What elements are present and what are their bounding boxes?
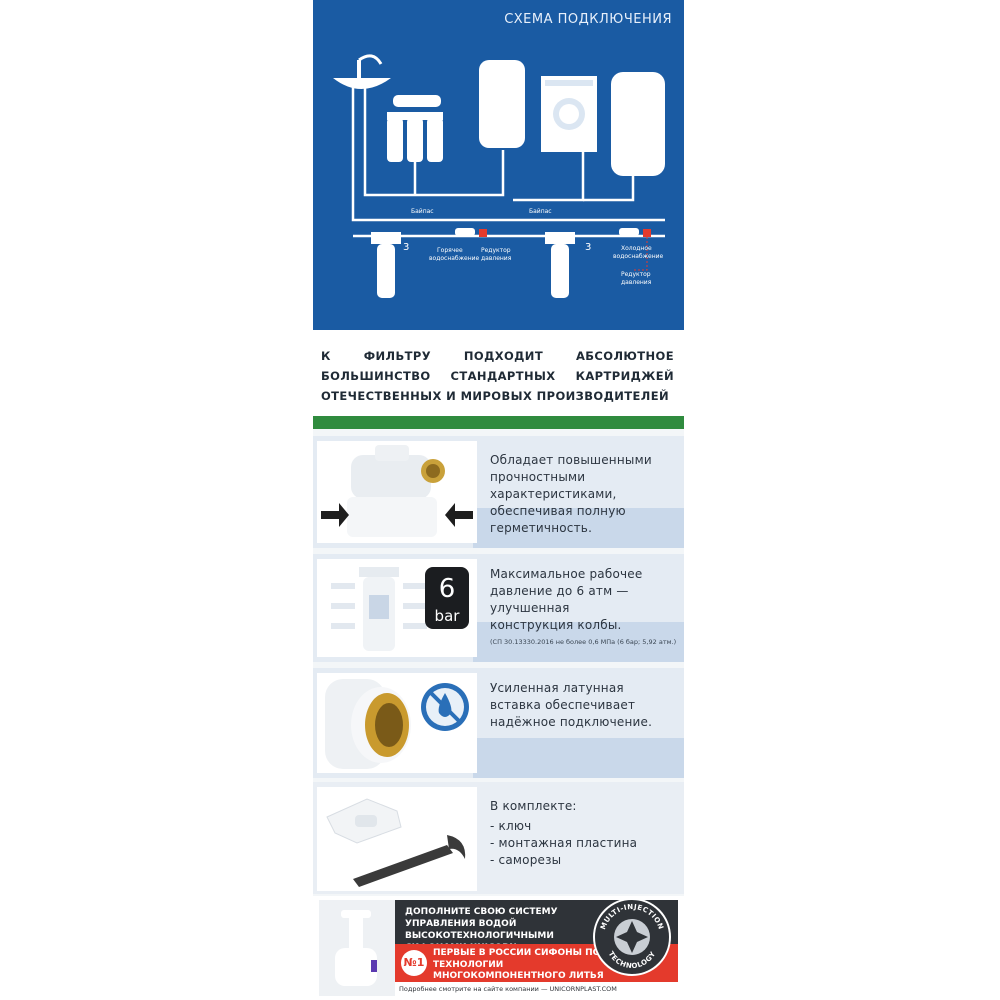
kit-list: - ключ - монтажная пластина - саморезы [490,818,637,869]
reducer-left-label-2: давления [481,255,512,262]
filter-housing-left-icon [371,232,401,298]
siphon-image [319,900,395,996]
number-right: 3 [585,242,591,253]
sink-icon [333,78,391,89]
feature-pressure-text: Максимальное рабочее давление до 6 атм —… [490,567,643,632]
kit-item: - монтажная пластина [490,836,638,850]
connection-diagram: Байпас Байпас 3 3 Горячее водоснабжение … [313,0,684,330]
boiler-icon [611,72,665,176]
meter-left-icon [455,228,475,236]
number-one-badge: №1 [401,950,427,976]
cold-water-label-1: Холодное [621,245,652,252]
feature-pressure-note: (СП 30.13330.2016 не более 0,6 МПа (6 ба… [490,638,677,646]
wrench-icon [353,845,453,887]
diagram-illustration: Байпас Байпас 3 3 Горячее водоснабжение … [333,54,665,298]
feature-insert: Усиленная латунная вставка обеспечивает … [313,668,684,778]
water-heater-icon [479,60,525,148]
number-left: 3 [403,242,409,253]
kit-item: - ключ [490,819,532,833]
reducer-right-icon [643,229,651,237]
filter-housing-right-icon [545,232,575,298]
kit-item: - саморезы [490,853,562,867]
feature-strength: Обладает повышенными прочностными характ… [313,436,684,548]
bypass-label-right: Байпас [529,208,552,215]
bypass-label-left: Байпас [411,208,434,215]
multi-injection-seal: MULTI-INJECTION TECHNOLOGY [593,898,671,976]
arrow-right-icon [321,503,349,527]
reverse-osmosis-icon [387,95,443,162]
compatibility-block: К ФИЛЬТРУ ПОДХОДИТ АБСОЛЮТНОЕ БОЛЬШИНСТВ… [313,330,684,416]
promo-footer: Подробнее смотрите на сайте компании — U… [399,985,617,993]
washing-machine-icon [541,76,597,152]
kit-image [317,787,477,891]
feature-kit: В комплекте: - ключ - монтажная пластина… [313,782,684,894]
pipes [351,80,665,238]
reducer-right-label-1: Редуктор [621,271,651,278]
brass-insert-image [317,673,477,773]
hot-water-label-2: водоснабжение [429,255,480,262]
hot-water-label-1: Горячее [437,247,463,254]
pressure-badge [425,567,469,629]
feature-pressure: 6 bar Максимальное рабочее давление до 6… [313,554,684,662]
cold-water-label-2: водоснабжение [613,253,664,260]
reducer-left-label-1: Редуктор [481,247,511,254]
promo-block: ДОПОЛНИТЕ СВОЮ СИСТЕМУ УПРАВЛЕНИЯ ВОДОЙ … [313,896,684,1000]
housing-strength-image [317,441,477,543]
compatibility-text: К ФИЛЬТРУ ПОДХОДИТ АБСОЛЮТНОЕ БОЛЬШИНСТВ… [321,349,674,403]
arrow-left-icon [445,503,473,527]
meter-right-icon [619,228,639,236]
feature-insert-text: Усиленная латунная вставка обеспечивает … [490,681,653,729]
diagram-title: СХЕМА ПОДКЛЮЧЕНИЯ [504,12,672,27]
kit-heading: В комплекте: [490,799,577,813]
green-divider [313,416,684,429]
badge-unit: bar [435,607,461,625]
reducer-left-icon [479,229,487,237]
promo-red-text: ПЕРВЫЕ В РОССИИ СИФОНЫ ПО ТЕХНОЛОГИИ МНО… [433,948,604,981]
pressure-image: 6 bar [317,559,477,657]
reducer-right-label-2: давления [621,279,652,286]
product-panel: Байпас Байпас 3 3 Горячее водоснабжение … [313,0,684,1000]
feature-strength-text: Обладает повышенными прочностными характ… [490,453,652,535]
star-icon [616,921,648,953]
badge-value: 6 [439,574,456,604]
